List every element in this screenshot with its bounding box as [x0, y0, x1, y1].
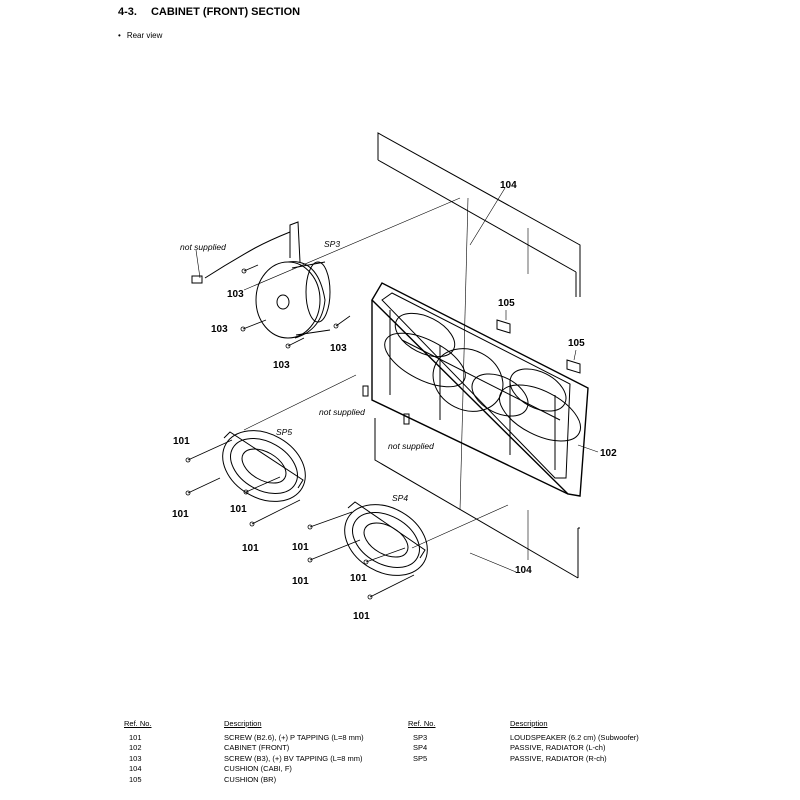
note-not-supplied-b: not supplied: [388, 441, 434, 451]
cabinet-front-102: [371, 282, 589, 497]
view-label: • Rear view: [118, 31, 162, 40]
exploded-view-diagram: 104 104 105 105 102 103 103 103 103 101 …: [172, 132, 617, 622]
callout-101-d: 101: [242, 543, 259, 554]
callout-103-d: 103: [330, 343, 347, 354]
construction-lines: [243, 187, 529, 573]
callout-101-a: 101: [173, 436, 190, 447]
callout-101-h: 101: [353, 611, 370, 622]
callout-104-bottom: 104: [515, 565, 532, 576]
cushion-104-top: [377, 132, 581, 297]
label-sp4: SP4: [392, 493, 408, 503]
bullet-icon: •: [118, 31, 121, 40]
description-header: Description: [510, 719, 548, 728]
description-header: Description: [224, 719, 262, 728]
callout-101-g: 101: [350, 573, 367, 584]
callout-105-a: 105: [498, 298, 515, 309]
callout-101-b: 101: [172, 509, 189, 520]
screws: [185, 264, 415, 600]
callout-103-c: 103: [273, 360, 290, 371]
callout-leaders: [505, 310, 599, 453]
label-sp5: SP5: [276, 427, 292, 437]
cushion-105-pads: [496, 319, 581, 374]
callout-101-f: 101: [292, 576, 309, 587]
ref-no-header: Ref. No.: [124, 719, 152, 728]
label-sp3: SP3: [324, 239, 340, 249]
callout-103-a: 103: [227, 289, 244, 300]
section-title: 4-3. CABINET (FRONT) SECTION: [118, 6, 300, 18]
sp5-passive-radiator: [222, 430, 306, 502]
section-number: 4-3.: [118, 6, 137, 18]
component-labels: SP3 SP5 SP4 not supplied not supplied no…: [180, 239, 434, 503]
note-not-supplied-a: not supplied: [319, 407, 365, 417]
callout-105-b: 105: [568, 338, 585, 349]
sp4-passive-radiator: [344, 501, 428, 576]
view-label-text: Rear view: [126, 31, 163, 40]
ref-no-header: Ref. No.: [408, 719, 436, 728]
callout-102: 102: [600, 448, 617, 459]
cushion-104-bottom: [374, 418, 580, 579]
section-title-text: CABINET (FRONT) SECTION: [150, 6, 301, 18]
note-not-supplied-cable: not supplied: [180, 242, 226, 252]
callout-104-top: 104: [500, 180, 517, 191]
callout-101-c: 101: [230, 504, 247, 515]
sp3-loudspeaker: [191, 221, 331, 339]
callout-labels: 104 104 105 105 102 103 103 103 103 101 …: [172, 180, 617, 622]
not-supplied-tags: [195, 249, 410, 425]
callout-103-b: 103: [211, 324, 228, 335]
callout-101-e: 101: [292, 542, 309, 553]
